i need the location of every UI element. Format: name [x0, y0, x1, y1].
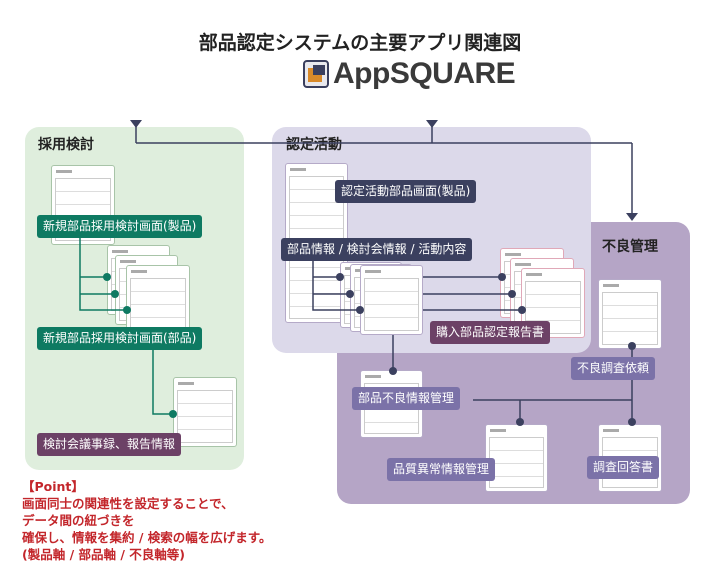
region-title-certification: 認定活動	[286, 137, 342, 153]
label-investigation-request: 不良調査依頼	[571, 357, 656, 380]
label-part-defect: 部品不良情報管理	[352, 387, 461, 410]
screen-thumbnail	[360, 265, 423, 335]
point-heading: 【Point】	[22, 479, 84, 494]
point-line: データ間の紐づきを	[22, 513, 135, 528]
region-title-adoption: 採用検討	[38, 137, 94, 153]
label-meeting-minutes: 検討会議事録、報告情報	[37, 433, 182, 456]
screen-thumbnail	[485, 424, 548, 492]
appsquare-logo: AppSQUARE	[303, 57, 516, 90]
screen-thumbnail	[173, 377, 237, 447]
diagram-title: 部品認定システムの主要アプリ関連図	[198, 32, 522, 54]
label-part-info: 部品情報 / 検討会情報 / 活動内容	[281, 238, 473, 261]
point-line: 画面同士の関連性を設定することで、	[22, 496, 234, 511]
point-line: 確保し、情報を集約 / 検索の幅を広げます。	[22, 530, 272, 545]
logo-mark-icon	[303, 60, 329, 88]
point-line: (製品軸 / 部品軸 / 不良軸等)	[22, 547, 185, 562]
label-new-part-adoption-part: 新規部品採用検討画面(部品)	[37, 327, 203, 350]
logo-text: AppSQUARE	[333, 57, 516, 90]
screen-thumbnail	[598, 279, 662, 349]
label-purchase-report: 購入部品認定報告書	[430, 321, 551, 344]
label-new-part-adoption-product: 新規部品採用検討画面(製品)	[37, 215, 203, 238]
label-quality-anomaly: 品質異常情報管理	[387, 458, 496, 481]
point-note: 【Point】 画面同士の関連性を設定することで、 データ間の紐づきを 確保し、…	[22, 478, 272, 563]
screen-thumbnail	[126, 265, 190, 337]
label-investigation-reply: 調査回答書	[587, 456, 660, 479]
region-title-defect: 不良管理	[602, 239, 658, 255]
label-certification-product: 認定活動部品画面(製品)	[335, 180, 477, 203]
